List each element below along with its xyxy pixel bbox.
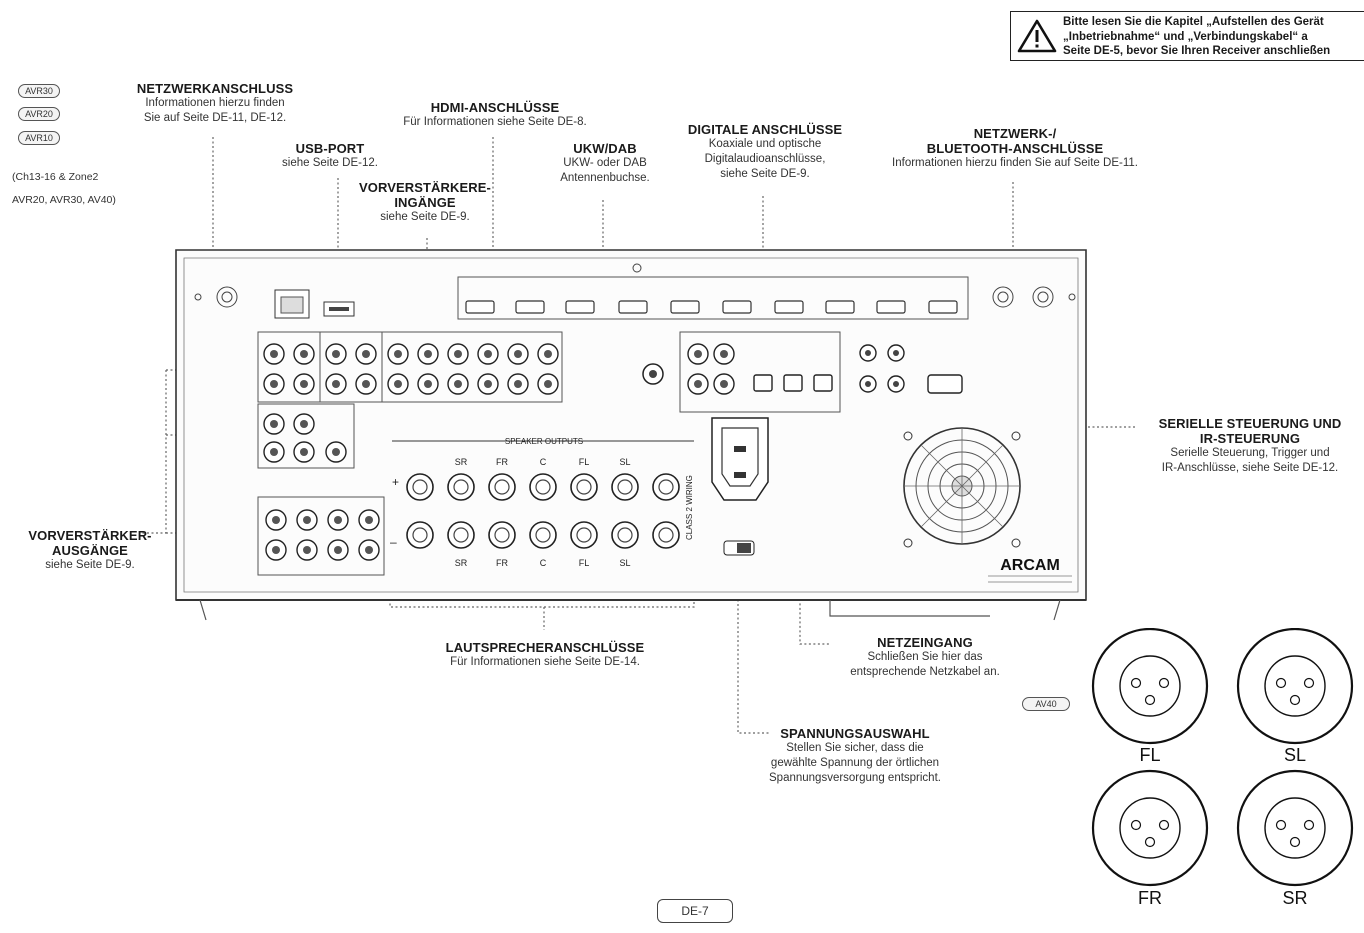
svg-text:+: + xyxy=(392,475,399,489)
xlr-outputs: FL SL FR SR xyxy=(1091,628,1354,908)
speaker-label-bottom: SR xyxy=(455,558,468,568)
speaker-label-bottom: FR xyxy=(496,558,508,568)
speaker-label-top: C xyxy=(540,457,547,467)
model-note: (Ch13-16 & Zone2 AVR20, AVR30, AV40) xyxy=(12,171,116,206)
callout-network-bluetooth: NETZWERK-/ BLUETOOTH-ANSCHLÜSSE Informat… xyxy=(892,126,1138,169)
model-badge: AVR20 xyxy=(18,107,60,121)
xlr-label: FL xyxy=(1139,745,1160,765)
callout-serial: SERIELLE STEUERUNG UND IR-STEUERUNG Seri… xyxy=(1158,416,1342,474)
callout-mains: NETZEINGANG Schließen Sie hier das entsp… xyxy=(830,635,1020,680)
callout-title: USB-PORT xyxy=(295,141,365,156)
callout-title: NETZWERKANSCHLUSS xyxy=(136,81,294,96)
speaker-label-top: FL xyxy=(579,457,590,467)
callout-title: HDMI-ANSCHLÜSSE xyxy=(430,100,560,115)
callout-voltage: SPANNUNGSAUSWAHL Stellen Sie sicher, das… xyxy=(740,726,970,786)
xlr-label: FR xyxy=(1138,888,1162,908)
brand-logo: ARCAM xyxy=(1000,557,1060,574)
callout-network: NETZWERKANSCHLUSS Informationen hierzu f… xyxy=(125,81,305,126)
xlr-label: SL xyxy=(1284,745,1306,765)
model-badge: AVR30 xyxy=(18,84,60,98)
callout-hdmi: HDMI-ANSCHLÜSSE Für Informationen siehe … xyxy=(380,100,610,130)
speaker-label-bottom: C xyxy=(540,558,547,568)
speaker-label-top: SR xyxy=(455,457,468,467)
warning-box: Bitte lesen Sie die Kapitel „Aufstellen … xyxy=(1010,11,1364,61)
callout-title: DIGITALE ANSCHLÜSSE xyxy=(687,122,843,137)
model-badge-av40: AV40 xyxy=(1022,697,1070,711)
warning-line: Bitte lesen Sie die Kapitel „Aufstellen … xyxy=(1063,16,1324,28)
speaker-label-bottom: FL xyxy=(579,558,590,568)
speaker-label-bottom: SL xyxy=(619,558,630,568)
svg-text:–: – xyxy=(390,535,397,549)
callout-speakers: LAUTSPRECHERANSCHLÜSSE Für Informationen… xyxy=(410,640,680,670)
callout-ukw: UKW/DAB UKW- oder DAB Antennenbuchse. xyxy=(540,141,670,186)
warning-line: „Inbetriebnahme“ und „Verbindungskabel“ … xyxy=(1063,30,1308,43)
model-badge: AVR10 xyxy=(18,131,60,145)
page-number: DE-7 xyxy=(657,899,733,923)
callout-title: SPANNUNGSAUSWAHL xyxy=(780,726,930,741)
speaker-label-top: FR xyxy=(496,457,508,467)
callout-title: UKW/DAB xyxy=(573,141,637,156)
callout-usb: USB-PORT siehe Seite DE-12. xyxy=(265,141,395,171)
callout-title: LAUTSPRECHERANSCHLÜSSE xyxy=(445,640,645,655)
callout-title: NETZEINGANG xyxy=(877,635,973,650)
callout-preamp-in: VORVERSTÄRKERE- INGÄNGE siehe Seite DE-9… xyxy=(358,180,491,223)
xlr-label: SR xyxy=(1282,888,1307,908)
callout-digital: DIGITALE ANSCHLÜSSE Koaxiale und optisch… xyxy=(680,122,850,182)
speaker-outputs-label: SPEAKER OUTPUTS xyxy=(505,437,583,446)
speaker-label-top: SL xyxy=(619,457,630,467)
class-wiring-label: CLASS 2 WIRING xyxy=(685,475,694,540)
warning-line: Seite DE-5, bevor Sie Ihren Receiver ans… xyxy=(1063,45,1331,57)
warning-triangle-icon xyxy=(1017,19,1057,53)
callout-preamp-out: VORVERSTÄRKER- AUSGÄNGE siehe Seite DE-9… xyxy=(28,528,152,571)
